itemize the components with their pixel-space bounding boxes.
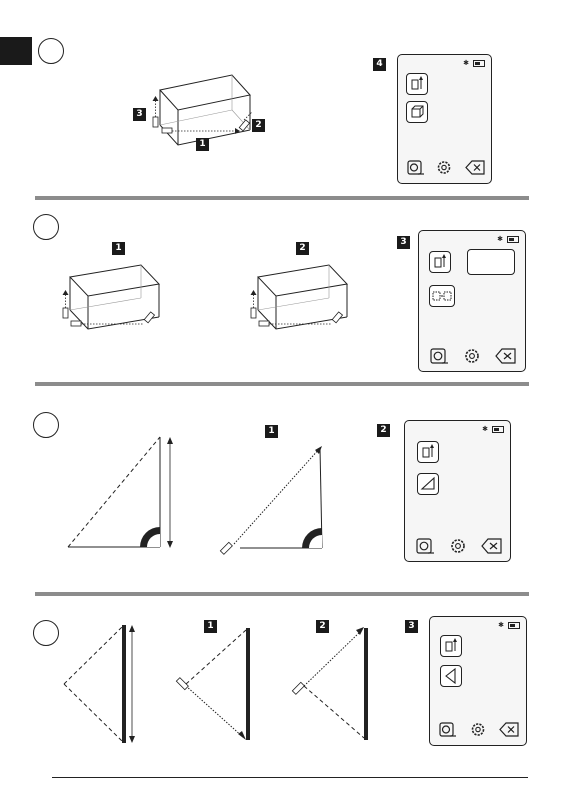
measure-tape-icon xyxy=(408,161,424,174)
measure-tape-icon xyxy=(417,539,434,553)
bluetooth-icon: ✱ xyxy=(482,425,488,433)
section-4-step-circle xyxy=(33,620,59,646)
device-bottom-bar xyxy=(430,721,526,739)
section-3-step-circle xyxy=(33,412,59,438)
height-mode-icon[interactable] xyxy=(417,441,439,463)
section-divider-1 xyxy=(35,196,529,200)
section-2-badge-2: 2 xyxy=(296,242,309,255)
section-2-badge-3: 3 xyxy=(397,236,410,249)
status-bar: ✱ xyxy=(482,425,504,433)
device-bottom-bar xyxy=(405,537,510,555)
section-1-step-circle xyxy=(38,38,64,64)
battery-icon xyxy=(507,236,519,243)
gear-icon xyxy=(452,540,464,552)
status-bar: ✱ xyxy=(463,59,485,67)
height-mode-icon[interactable] xyxy=(406,73,428,95)
battery-icon xyxy=(508,622,520,629)
section-2-badge-1: 1 xyxy=(112,242,125,255)
footer-rule xyxy=(52,777,528,778)
section-1-badge-2: 2 xyxy=(252,119,265,132)
section-3-badge-1: 1 xyxy=(265,425,278,438)
height-mode-icon[interactable] xyxy=(429,251,451,273)
measurement-display-box xyxy=(467,249,515,275)
measure-tape-icon xyxy=(440,723,456,736)
status-bar: ✱ xyxy=(498,621,520,629)
device-bottom-bar xyxy=(419,347,525,365)
page-tab-marker xyxy=(0,37,32,65)
section-2-device-screen: ✱ xyxy=(418,230,526,372)
area-mode-icon[interactable] xyxy=(429,285,455,307)
section-4-wall-diagram-1 xyxy=(60,622,140,747)
bluetooth-icon: ✱ xyxy=(498,621,504,629)
bluetooth-icon: ✱ xyxy=(497,235,503,243)
backspace-icon xyxy=(466,161,484,174)
section-4-badge-3: 3 xyxy=(405,620,418,633)
volume-mode-icon[interactable] xyxy=(406,101,428,123)
status-bar: ✱ xyxy=(497,235,519,243)
measure-tape-icon xyxy=(431,349,448,363)
section-3-triangle-diagram-2 xyxy=(218,442,333,562)
gear-icon xyxy=(439,162,450,173)
section-1-device-screen: ✱ xyxy=(397,54,492,184)
section-3-device-screen: ✱ xyxy=(404,420,511,562)
section-divider-2 xyxy=(35,382,529,386)
section-1-badge-4: 4 xyxy=(373,58,386,71)
section-2-step-circle xyxy=(33,214,59,240)
section-divider-3 xyxy=(35,592,529,596)
battery-icon xyxy=(492,426,504,433)
backspace-icon xyxy=(482,539,501,553)
section-2-box-diagram-2 xyxy=(243,262,353,332)
section-2-box-diagram-1 xyxy=(55,262,165,332)
section-1-badge-1: 1 xyxy=(196,138,209,151)
device-bottom-bar xyxy=(398,159,491,177)
indirect-height-mode-icon[interactable] xyxy=(440,665,462,687)
section-3-badge-2: 2 xyxy=(377,424,390,437)
pythagoras-mode-icon[interactable] xyxy=(417,473,439,495)
bluetooth-icon: ✱ xyxy=(463,59,469,67)
section-3-triangle-diagram-1 xyxy=(60,432,185,557)
height-mode-icon[interactable] xyxy=(440,635,462,657)
gear-icon xyxy=(466,350,478,362)
section-4-wall-diagram-2 xyxy=(172,624,257,746)
section-1-badge-3: 3 xyxy=(133,108,146,121)
gear-icon xyxy=(473,724,484,735)
battery-icon xyxy=(473,60,485,67)
backspace-icon xyxy=(500,723,518,736)
section-4-wall-diagram-3 xyxy=(288,624,373,746)
backspace-icon xyxy=(496,349,515,363)
section-4-device-screen: ✱ xyxy=(429,616,527,746)
